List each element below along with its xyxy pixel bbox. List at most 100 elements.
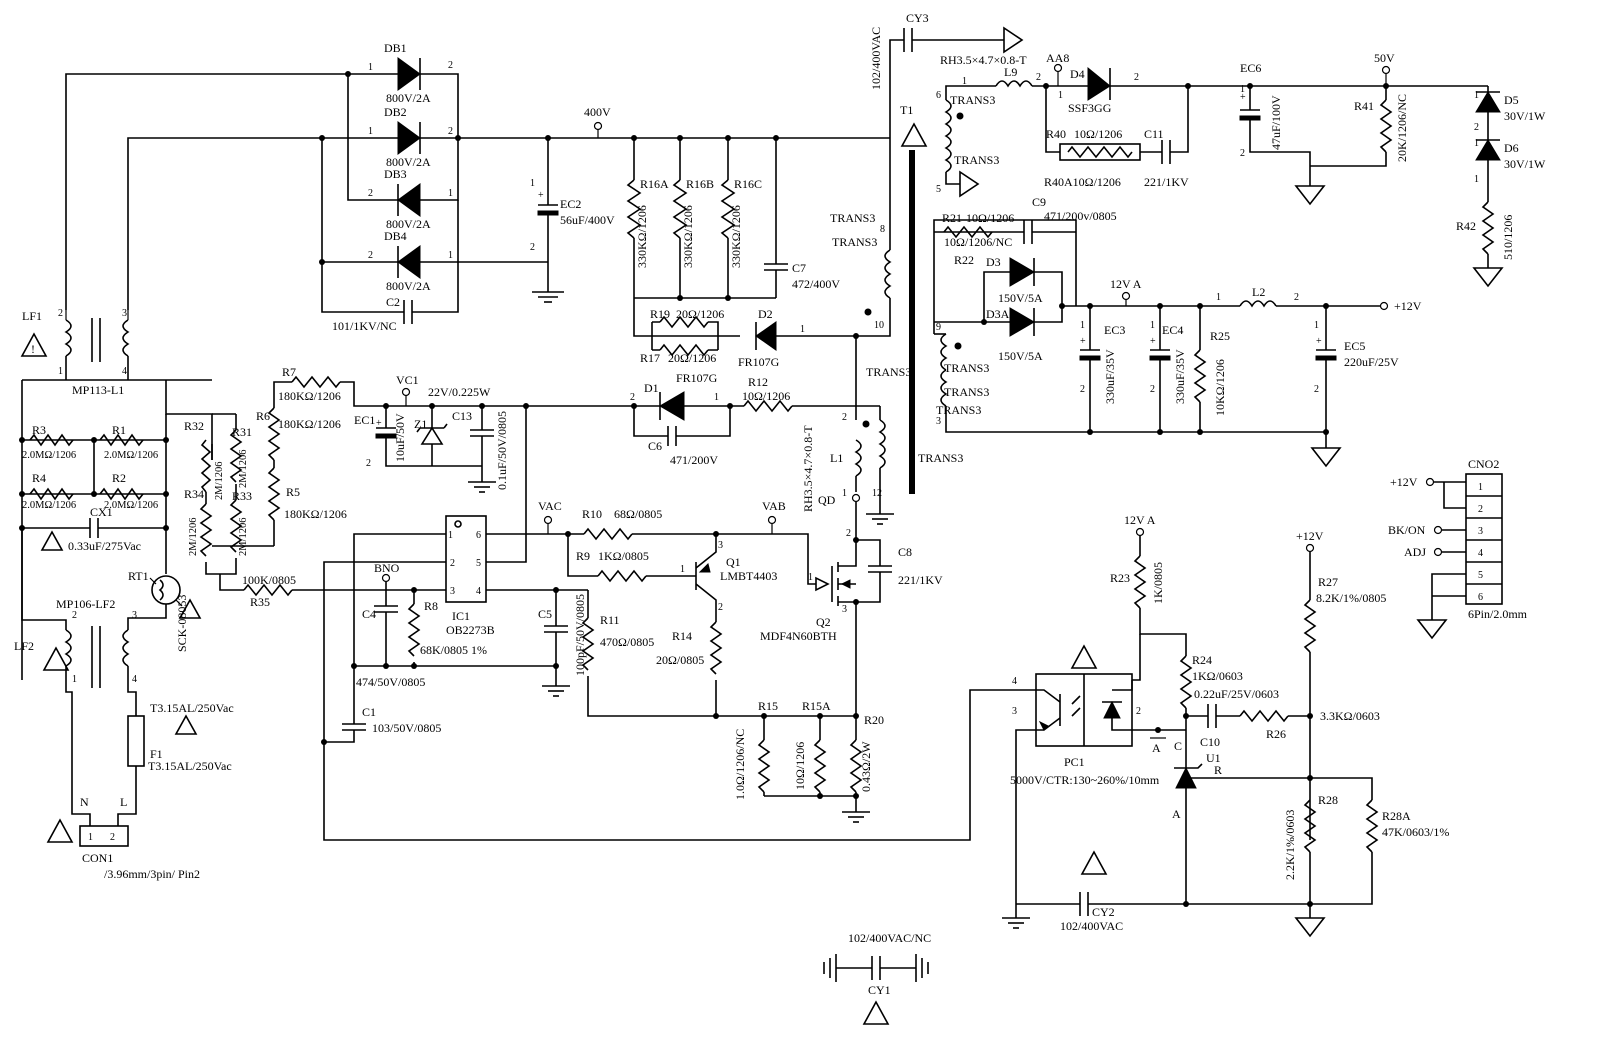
d6-label: D6 [1504,141,1519,155]
svg-text:6: 6 [936,90,941,101]
svg-text:2: 2 [1314,384,1319,395]
n-label: N [80,795,89,809]
svg-text:1: 1 [1240,84,1245,95]
d5-value: 30V/1W [1504,109,1546,123]
r7-label: R7 [282,365,296,379]
svg-text:6: 6 [1478,592,1483,603]
d4-value: SSF3GG [1068,101,1112,115]
trans3-b: TRANS3 [832,235,877,249]
r3-label: R3 [32,423,46,437]
a-node-label: A [1152,741,1161,755]
r2-label: R2 [112,471,126,485]
r15a-label: R15A [802,699,831,713]
c9-label: C9 [1032,195,1046,209]
d2-value: FR107G [738,355,780,369]
c1-label: C1 [362,705,376,719]
d1-label: D1 [644,381,659,395]
l1-value: RH3.5×4.7×0.8-T [801,425,815,512]
svg-text:2: 2 [1240,148,1245,159]
r6-label: R6 [256,409,270,423]
r16b-value: 330KΩ/1206 [681,205,695,268]
r28-label: R28 [1318,793,1338,807]
svg-text:4: 4 [132,674,137,685]
output-12v: +12V [1394,299,1422,313]
r28a-value: 47K/0603/1% [1382,825,1449,839]
cy2-label: CY2 [1092,905,1115,919]
pc1-label: PC1 [1064,755,1085,769]
cy1: 102/400VAC/NC CY1 [823,931,931,1025]
ec6-label: EC6 [1240,61,1261,75]
ec2-value: 56uF/400V [560,213,615,227]
r7-value: 180KΩ/1206 [278,389,341,403]
svg-text:1: 1 [1150,320,1155,331]
svg-text:1: 1 [58,366,63,377]
cy3: CY3 102/400VAC [869,11,1024,138]
svg-text:8: 8 [880,224,885,235]
r28a-label: R28A [1382,809,1411,823]
svg-text:2: 2 [366,458,371,469]
cy3-label: CY3 [906,11,929,25]
svg-text:9: 9 [936,322,941,333]
svg-text:3: 3 [1478,526,1483,537]
u1-ref: R [1214,763,1222,777]
ic1-part: OB2273B [446,623,495,637]
svg-text:4: 4 [1478,548,1483,559]
svg-text:1: 1 [448,530,453,541]
svg-text:3: 3 [842,604,847,615]
svg-text:2: 2 [630,392,635,403]
r14-label: R14 [672,629,692,643]
svg-text:1: 1 [72,674,77,685]
svg-text:5: 5 [1478,570,1483,581]
svg-text:1: 1 [448,188,453,199]
svg-text:+: + [1150,336,1156,347]
d2-label: D2 [758,307,773,321]
r27-label: R27 [1318,575,1338,589]
svg-text:12: 12 [872,488,882,499]
r31-label: R31 [232,425,252,439]
z1-value: 22V/0.225W [428,385,491,399]
r1-value: 2.0MΩ/1206 [104,450,158,461]
db2-value: 800V/2A [386,155,431,169]
cy1-label: CY1 [868,983,891,997]
l-label: L [120,795,127,809]
q1-label: Q1 [726,555,741,569]
svg-text:5: 5 [476,558,481,569]
r40-label: R40 [1046,127,1066,141]
r25-label: R25 [1210,329,1230,343]
r16a-value: 330KΩ/1206 [635,205,649,268]
r28-value: 2.2K/1%/0603 [1283,810,1297,880]
f1-label: F1 [150,747,163,761]
r26-label: R26 [1266,727,1286,741]
d3a-value: 150V/5A [998,349,1043,363]
svg-text:2: 2 [72,610,77,621]
bus-400v: 400V + 12 EC2 56uF/400V [458,105,890,303]
r24-label: R24 [1192,653,1212,667]
svg-text:+: + [1316,336,1322,347]
c2-value: 101/1KV/NC [332,319,397,333]
r14-value: 20Ω/0805 [656,653,704,667]
svg-text:1: 1 [368,62,373,73]
con1-label: CON1 [82,851,113,865]
r35-value: 100K/0805 [242,573,296,587]
svg-text:3: 3 [132,610,137,621]
node-12va: 12V A [1110,277,1142,291]
l1-label: L1 [830,451,843,465]
trans3-g: TRANS3 [944,361,989,375]
svg-text:1: 1 [1474,174,1479,185]
r17-label: R17 [640,351,660,365]
r15a-value: 10Ω/1206 [793,742,807,790]
ec3-value: 330uF/35V [1103,349,1117,404]
z1-label: Z1 [414,417,427,431]
r22-label: R22 [954,253,974,267]
startup-chain: R32 R31 R34 R33 2M/1206 2M/1206 2M/1206 … [184,365,634,609]
cno2-label: CNO2 [1468,457,1499,471]
r11-label: R11 [600,613,620,627]
trans3-h: TRANS3 [944,385,989,399]
bkon-label: BK/ON [1388,523,1426,537]
ec5-label: EC5 [1344,339,1365,353]
r4-label: R4 [32,471,46,485]
r5-label: R5 [286,485,300,499]
